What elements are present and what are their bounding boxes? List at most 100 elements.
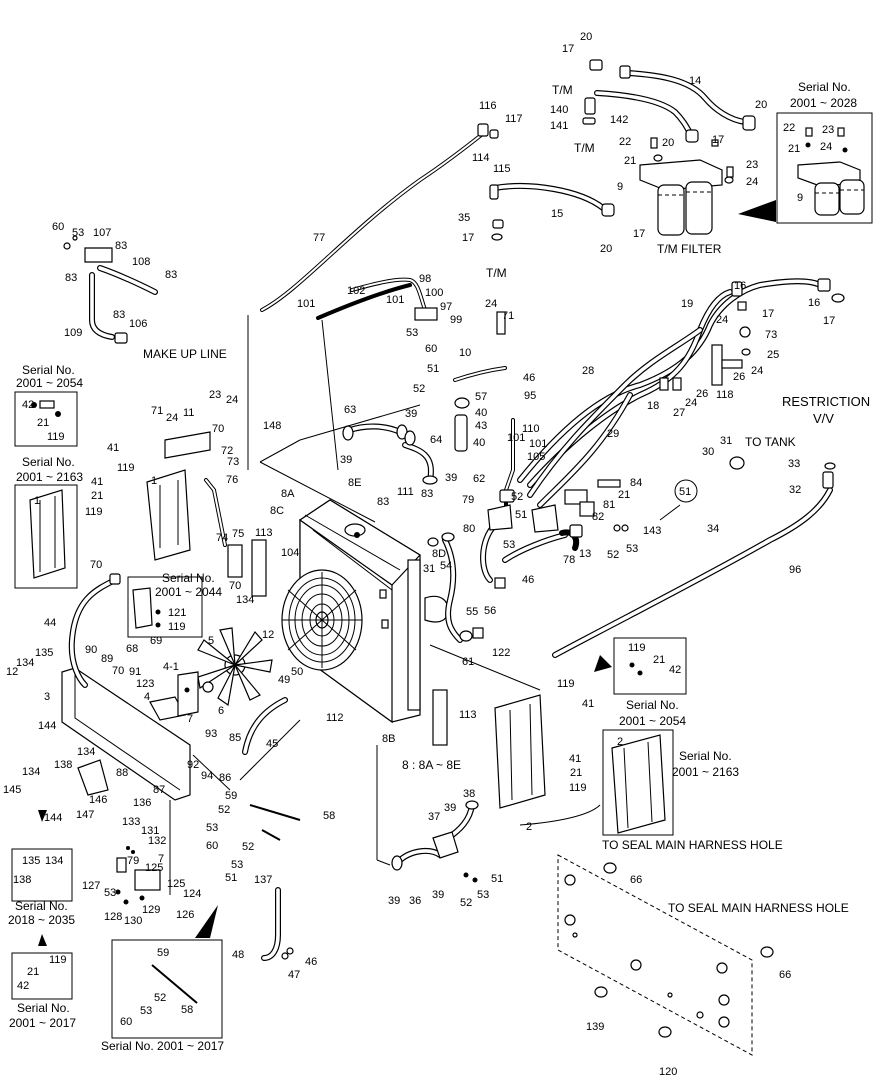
callout-12b: 12 <box>6 666 18 678</box>
serial-title-2054b: Serial No. <box>626 698 679 712</box>
callout-119a: 119 <box>47 431 65 443</box>
callout-14: 14 <box>689 75 701 87</box>
callout-22b: 22 <box>783 122 795 134</box>
callout-83b: 83 <box>65 272 77 284</box>
callout-147: 147 <box>76 809 94 821</box>
callout-6: 6 <box>218 705 224 717</box>
callout-8a: 8A <box>281 488 295 500</box>
callout-60b: 60 <box>425 343 437 355</box>
serial-range-2044: 2001 ~ 2044 <box>155 585 222 599</box>
callout-138b: 138 <box>13 874 31 886</box>
callout-148: 148 <box>263 420 281 432</box>
callout-40b: 40 <box>473 437 485 449</box>
callout-134e: 134 <box>45 855 63 867</box>
callout-119h: 119 <box>569 782 587 794</box>
callout-54: 54 <box>440 560 452 572</box>
text-labels: T/M T/M T/M T/M FILTER MAKE UP LINE REST… <box>8 80 870 1053</box>
callout-23a: 23 <box>746 159 758 171</box>
callout-5: 5 <box>208 635 214 647</box>
callout-125a: 125 <box>145 862 163 874</box>
callout-20c: 20 <box>662 137 674 149</box>
makeup-line-group <box>63 235 158 344</box>
callout-17b: 17 <box>712 134 724 146</box>
callout-24d: 24 <box>716 314 728 326</box>
callout-23c: 23 <box>209 389 221 401</box>
callout-104: 104 <box>281 547 299 559</box>
callout-51a: 51 <box>427 363 439 375</box>
callout-51b: 51 <box>515 509 527 521</box>
tm-label-3: T/M <box>486 266 507 280</box>
callout-10: 10 <box>459 347 471 359</box>
callout-39a: 39 <box>405 408 417 420</box>
callout-109: 109 <box>64 327 82 339</box>
callout-143: 143 <box>643 525 661 537</box>
serial-label-2017b: Serial No. 2001 ~ 2017 <box>101 1039 224 1053</box>
callout-58a: 58 <box>323 810 335 822</box>
callout-119e: 119 <box>49 954 67 966</box>
callout-96: 96 <box>789 564 801 576</box>
callout-70b: 70 <box>90 559 102 571</box>
callout-58b: 58 <box>181 1004 193 1016</box>
callout-57: 57 <box>475 391 487 403</box>
callout-113a: 113 <box>255 527 273 539</box>
callout-144a: 144 <box>38 720 56 732</box>
callout-141: 141 <box>550 120 568 132</box>
callout-16a: 16 <box>734 280 746 292</box>
callout-60d: 60 <box>120 1016 132 1028</box>
callout-133: 133 <box>122 816 140 828</box>
tm-lines-group <box>489 59 873 241</box>
callout-20b: 20 <box>755 99 767 111</box>
callout-99: 99 <box>450 314 462 326</box>
serial-range-2163a: 2001 ~ 2163 <box>16 470 83 484</box>
callout-44: 44 <box>44 617 56 629</box>
callout-49: 49 <box>278 674 290 686</box>
callout-24c: 24 <box>485 298 497 310</box>
seal-hole-label-1: TO SEAL MAIN HARNESS HOLE <box>602 838 783 852</box>
callout-33: 33 <box>788 458 800 470</box>
callout-111: 111 <box>397 486 414 498</box>
callout-127: 127 <box>82 880 100 892</box>
callout-9b: 9 <box>797 192 803 204</box>
callout-131: 131 <box>141 825 159 837</box>
center-right-hoses-group <box>427 418 559 691</box>
callout-124: 124 <box>183 888 201 900</box>
callout-20a: 20 <box>580 31 592 43</box>
callout-labels: 20 17 14 140 142 141 20 17 20 22 21 23 2… <box>3 31 835 1078</box>
callout-17d: 17 <box>633 228 645 240</box>
callout-108: 108 <box>132 256 150 268</box>
callout-3: 3 <box>44 691 50 703</box>
callout-17c: 17 <box>462 232 474 244</box>
callout-61: 61 <box>462 656 474 668</box>
callout-92: 92 <box>187 759 199 771</box>
callout-120: 120 <box>659 1066 677 1078</box>
callout-8b: 8B <box>382 733 395 745</box>
left-frame-group <box>61 431 288 895</box>
callout-77: 77 <box>313 232 325 244</box>
callout-119f: 119 <box>628 642 646 654</box>
callout-31a: 31 <box>423 563 435 575</box>
right-pipes-group <box>502 278 845 658</box>
callout-83d: 83 <box>113 309 125 321</box>
callout-27: 27 <box>673 407 685 419</box>
callout-93: 93 <box>205 728 217 740</box>
callout-42a: 42 <box>22 399 34 411</box>
callout-114: 114 <box>472 152 490 164</box>
callout-134c: 134 <box>77 746 95 758</box>
callout-24f: 24 <box>685 397 697 409</box>
callout-43: 43 <box>475 420 487 432</box>
callout-11: 11 <box>183 407 194 419</box>
callout-1b: 1 <box>34 495 40 507</box>
seal-hole-label-2: TO SEAL MAIN HARNESS HOLE <box>668 901 849 915</box>
callout-41c: 41 <box>582 698 594 710</box>
callout-39d: 39 <box>444 802 456 814</box>
callout-17a: 17 <box>562 43 574 55</box>
callout-21f: 21 <box>27 966 39 978</box>
callout-7a: 7 <box>187 713 193 725</box>
callout-116: 116 <box>479 100 497 112</box>
callout-2b: 2 <box>526 821 532 833</box>
callout-24g: 24 <box>166 412 178 424</box>
callout-121: 121 <box>168 607 186 619</box>
callout-53a: 53 <box>72 227 84 239</box>
callout-53c: 53 <box>503 539 515 551</box>
callout-52d: 52 <box>218 804 230 816</box>
